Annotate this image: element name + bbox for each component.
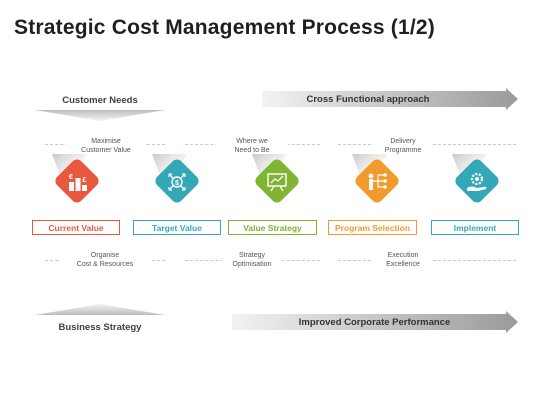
upper-note-3-line2: Programme xyxy=(384,146,422,154)
page-title: Strategic Cost Management Process (1/2) xyxy=(14,16,435,39)
lower-note-3-line1: Execution xyxy=(387,252,419,259)
upper-note-1-line2: Customer Value xyxy=(81,146,131,154)
improved-performance-label: Improved Corporate Performance xyxy=(298,317,451,328)
lower-note-1-line2: Cost & Resources xyxy=(76,260,134,268)
lower-note-3-line2: Excellence xyxy=(386,260,420,268)
svg-text:€: € xyxy=(69,172,74,181)
lower-note-2-line1: Strategy xyxy=(238,252,266,259)
target-value-box: Target Value xyxy=(133,220,221,235)
target-value-step-icon: $ xyxy=(152,154,199,203)
current-value-step-icon: € £ xyxy=(52,154,99,203)
lower-note-3: Execution Excellence xyxy=(373,252,433,269)
upper-note-2-line2: Need to Be xyxy=(234,146,270,154)
upper-note-1: Maximise Customer Value xyxy=(66,138,146,155)
svg-text:£: £ xyxy=(82,175,87,184)
current-value-box: Current Value xyxy=(32,220,120,235)
lower-note-1-line1: Organise xyxy=(90,252,120,259)
cross-functional-label: Cross Functional approach xyxy=(306,94,430,105)
upper-note-3: Delivery Programme xyxy=(373,138,433,155)
upper-note-2: Where we Need to Be xyxy=(216,138,288,155)
gear-hand-icon xyxy=(467,172,487,191)
customer-needs-wedge xyxy=(35,110,165,121)
program-selection-step-icon xyxy=(352,154,399,203)
lower-note-1: Organise Cost & Resources xyxy=(60,252,150,269)
person-network-icon xyxy=(368,173,387,190)
business-strategy-wedge xyxy=(35,304,165,315)
customer-needs-label: Customer Needs xyxy=(62,95,138,106)
value-strategy-box: Value Strategy xyxy=(228,220,317,235)
business-strategy-label: Business Strategy xyxy=(58,322,142,333)
svg-text:$: $ xyxy=(175,180,179,187)
cross-functional-arrow xyxy=(262,88,518,110)
improved-performance-arrow xyxy=(232,311,518,333)
dollar-target-arrows-icon: $ xyxy=(168,173,186,191)
lower-note-2: Strategy Optimisation xyxy=(222,252,282,269)
upper-note-2-line1: Where we xyxy=(236,138,268,145)
implement-box: Implement xyxy=(431,220,519,235)
presentation-board-icon xyxy=(267,173,287,192)
upper-note-1-line1: Maximise xyxy=(91,138,121,145)
dollar-pound-bars-icon: € £ xyxy=(69,172,87,191)
lower-note-2-line2: Optimisation xyxy=(232,260,272,268)
program-selection-box: Program Selection xyxy=(328,220,417,235)
upper-note-3-line1: Delivery xyxy=(390,138,416,145)
value-strategy-step-icon xyxy=(252,154,299,203)
implement-step-icon xyxy=(452,154,499,203)
process-icons: € £ $ xyxy=(52,154,499,203)
